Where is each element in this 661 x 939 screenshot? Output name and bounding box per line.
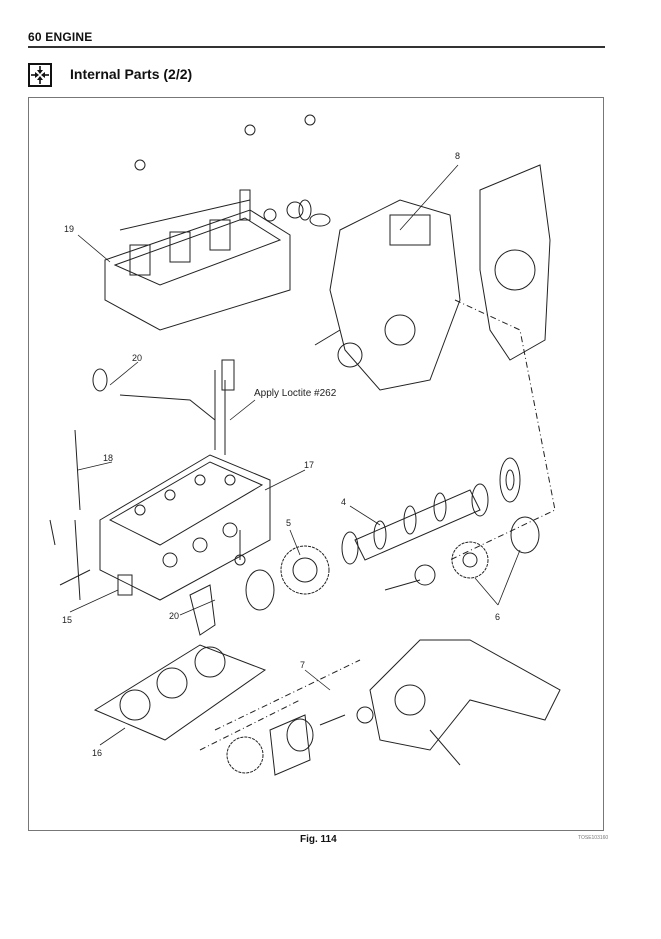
callout-16: 16 (92, 748, 103, 758)
callout-6: 6 (495, 612, 501, 622)
head-gasket (93, 644, 267, 741)
callout-19: 19 (64, 224, 75, 234)
rocker-assembly (104, 114, 316, 331)
loctite-note: Apply Loctite #262 (254, 388, 337, 399)
gears (189, 516, 540, 636)
header-rule (28, 46, 605, 48)
back-plate (449, 164, 556, 561)
callout-5: 5 (286, 518, 292, 528)
figure-code: TOSE103160 (578, 835, 609, 841)
callout-20b: 20 (169, 611, 180, 621)
callout-15: 15 (62, 615, 73, 625)
callout-4: 4 (341, 497, 347, 507)
oil-pump-assembly (199, 639, 561, 776)
callout-20: 20 (132, 353, 143, 363)
cylinder-head (49, 359, 271, 601)
exploded-view-icon (28, 63, 52, 87)
figure-caption: Fig. 114 (300, 834, 337, 845)
callout-17: 17 (304, 460, 315, 470)
figure-frame (28, 97, 604, 831)
callout-18: 18 (103, 453, 114, 463)
page-title: Internal Parts (2/2) (70, 66, 193, 82)
section-header: 60 ENGINE (28, 30, 93, 44)
timing-cover (298, 199, 461, 391)
callout-7: 7 (300, 660, 306, 670)
callout-8: 8 (455, 151, 461, 161)
crankshaft (341, 457, 521, 565)
